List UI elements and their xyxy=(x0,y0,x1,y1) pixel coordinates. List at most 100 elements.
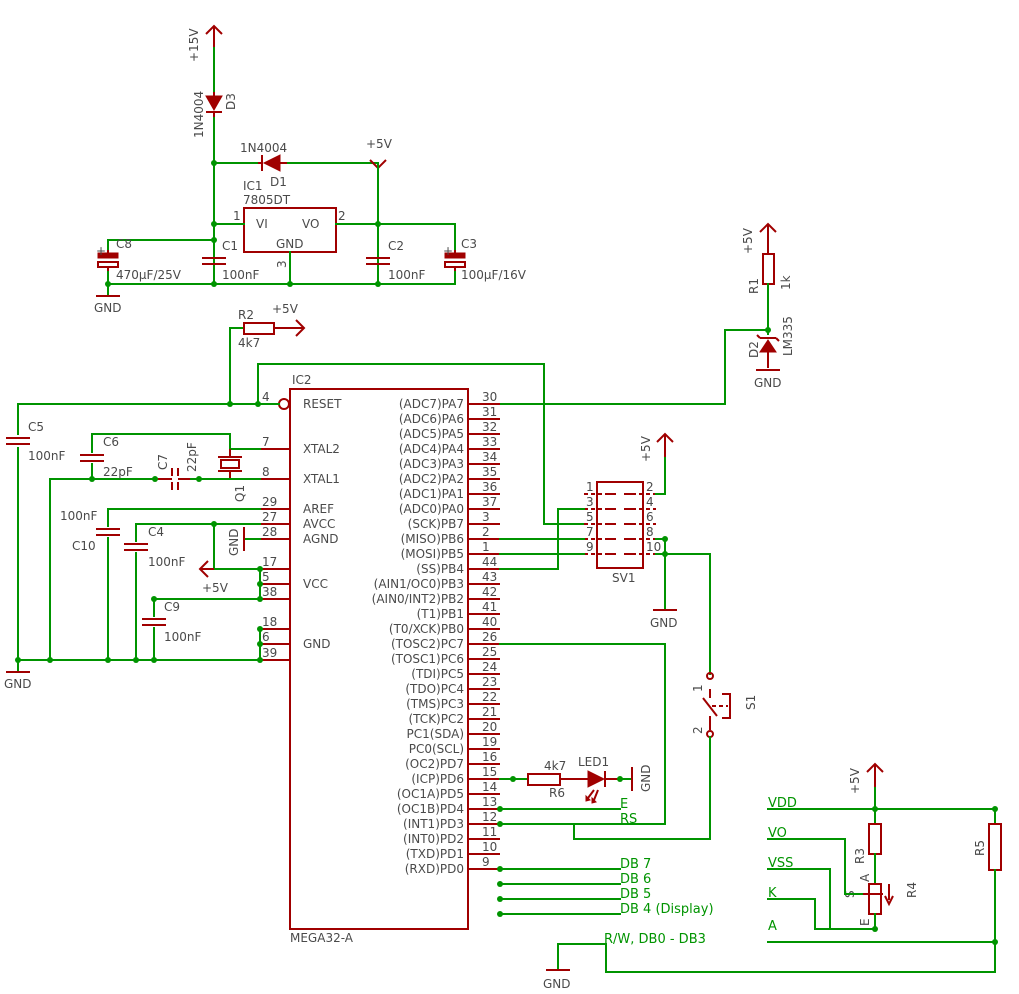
sv1-pin-number: 1 xyxy=(586,480,594,494)
ic2-pin-label: (SCK)PB7 xyxy=(408,517,464,531)
ic2-pin-number: 10 xyxy=(482,840,497,854)
ic2-pin-number: 9 xyxy=(482,855,490,869)
ic2-pin-number: 40 xyxy=(482,615,497,629)
sv1-pin-number: 9 xyxy=(586,540,594,554)
supply-arrow-15v xyxy=(205,24,223,48)
ic2-pin-label: (ADC1)PA1 xyxy=(399,487,464,501)
ic2-pin-label: (OC2)PD7 xyxy=(405,757,464,771)
ic2-pin-number: 1 xyxy=(482,540,490,554)
ic2-pin-number: 7 xyxy=(262,435,270,449)
zener-d2 xyxy=(756,334,780,368)
label-c7: C7 xyxy=(156,454,170,470)
label-gnd-reg: GND xyxy=(94,301,122,315)
ic2-pin-label: (ADC3)PA3 xyxy=(399,457,464,471)
supply-arrow-5v-sv xyxy=(656,432,674,458)
label-q1: Q1 xyxy=(233,485,247,502)
label-r6-value: 4k7 xyxy=(544,759,566,773)
ic2-pin-label: (AIN0/INT2)PB2 xyxy=(372,592,464,606)
label-5v-r2: +5V xyxy=(272,302,299,316)
label-s1-pin1: 1 xyxy=(691,684,705,692)
label-15v: +15V xyxy=(187,28,201,62)
ic2-pin-label: AGND xyxy=(303,532,339,546)
sv1-pin-number: 3 xyxy=(586,495,594,509)
label-c8-value: 470µF/25V xyxy=(116,268,182,282)
label-sv1: SV1 xyxy=(612,571,635,585)
ic2-pin-number: 29 xyxy=(262,495,277,509)
ic2-pin-number: 19 xyxy=(482,735,497,749)
sv1-pin-number: 7 xyxy=(586,525,594,539)
label-c9: C9 xyxy=(164,600,180,614)
net-label-vdd: VDD xyxy=(768,796,797,811)
ic2-pin-number: 38 xyxy=(262,585,277,599)
ic2-pin-label: GND xyxy=(303,637,331,651)
ic2-pin-number: 37 xyxy=(482,495,497,509)
ic2-pin-label: (ADC4)PA4 xyxy=(399,442,464,456)
label-c1: C1 xyxy=(222,239,238,253)
ic2-pin-label: (OC1B)PD4 xyxy=(397,802,464,816)
ic2-pin-label: VCC xyxy=(303,577,328,591)
label-r2-value: 4k7 xyxy=(238,336,260,350)
led-section: 4k7 R6 LED1 GND xyxy=(499,755,653,804)
label-c2: C2 xyxy=(388,239,404,253)
label-c5-value: 100nF xyxy=(28,449,66,463)
ic2-pin-label: (T0/XCK)PB0 xyxy=(389,622,464,636)
label-r5: R5 xyxy=(973,840,987,856)
label-ic1-vo: VO xyxy=(302,217,319,231)
label-ic1-vi: VI xyxy=(256,217,268,231)
ic2-pin-label: (T1)PB1 xyxy=(417,607,464,621)
lcd-data-wiring: DB 7 DB 6 DB 5 DB 4 (Display) xyxy=(497,857,714,917)
ic2-pin-label: (TCK)PC2 xyxy=(409,712,465,726)
capacitor-c1 xyxy=(202,257,226,265)
label-ic1-gnd: GND xyxy=(276,237,304,251)
ic2-pin-number: 25 xyxy=(482,645,497,659)
net-label-vss: VSS xyxy=(768,856,793,871)
resistor-r2 xyxy=(243,322,275,335)
ic2-pin-label: (TXD)PD1 xyxy=(406,847,464,861)
ic2-pin-label: PC0(SCL) xyxy=(409,742,464,756)
ic2-pin-number: 34 xyxy=(482,450,497,464)
ic2-pin-number: 36 xyxy=(482,480,497,494)
ic2-pin-number: 12 xyxy=(482,810,497,824)
ic2-pin-label: PC1(SDA) xyxy=(407,727,464,741)
label-r1-value: 1k xyxy=(779,275,793,290)
ic2-right-pins: 30(ADC7)PA731(ADC6)PA632(ADC5)PA533(ADC4… xyxy=(372,390,500,876)
ic2-pin-number: 4 xyxy=(262,390,270,404)
ic2-pin-number: 22 xyxy=(482,690,497,704)
sv1-pin-number: 8 xyxy=(646,525,654,539)
ic2-pin-label: (MOSI)PB5 xyxy=(401,547,464,561)
label-c10: C10 xyxy=(72,539,96,553)
lcd-control-wiring: E RS xyxy=(497,643,711,840)
ic2-pin-number: 44 xyxy=(482,555,497,569)
ic2-pin-number: 6 xyxy=(262,630,270,644)
ic2-pin-label: RESET xyxy=(303,397,342,411)
label-d2: D2 xyxy=(747,341,761,358)
ic2-pin-label: (SS)PB4 xyxy=(416,562,464,576)
ic2-pin-number: 26 xyxy=(482,630,497,644)
ic2-pin-label: (ADC2)PA2 xyxy=(399,472,464,486)
label-gnd-led: GND xyxy=(639,764,653,792)
label-ic2: IC2 xyxy=(292,373,312,387)
ic2-pin-number: 31 xyxy=(482,405,497,419)
ic2-pin-number: 2 xyxy=(482,525,490,539)
sv1-pin-number: 2 xyxy=(646,480,654,494)
ic2-pin-number: 18 xyxy=(262,615,277,629)
label-ic1-pin2: 2 xyxy=(338,209,346,223)
ic2-pin-number: 21 xyxy=(482,705,497,719)
reset-inversion-bubble xyxy=(278,398,290,410)
net-label-db5: DB 5 xyxy=(620,887,651,902)
capacitor-c9 xyxy=(142,618,166,626)
label-d1: D1 xyxy=(270,175,287,189)
ic2-pin-number: 39 xyxy=(262,646,277,660)
ic2-pin-number: 20 xyxy=(482,720,497,734)
ic2-pin-label: (TDO)PC4 xyxy=(405,682,464,696)
net-label-db4: DB 4 (Display) xyxy=(620,902,714,917)
label-r6: R6 xyxy=(549,786,565,800)
sv1-pin-number: 6 xyxy=(646,510,654,524)
net-label-db6: DB 6 xyxy=(620,872,651,887)
label-ic1-pin1: 1 xyxy=(233,209,241,223)
label-d3-value: 1N4004 xyxy=(192,91,206,138)
label-5v-lm: +5V xyxy=(741,227,755,254)
ic2-pin-label: (INT0)PD2 xyxy=(403,832,464,846)
